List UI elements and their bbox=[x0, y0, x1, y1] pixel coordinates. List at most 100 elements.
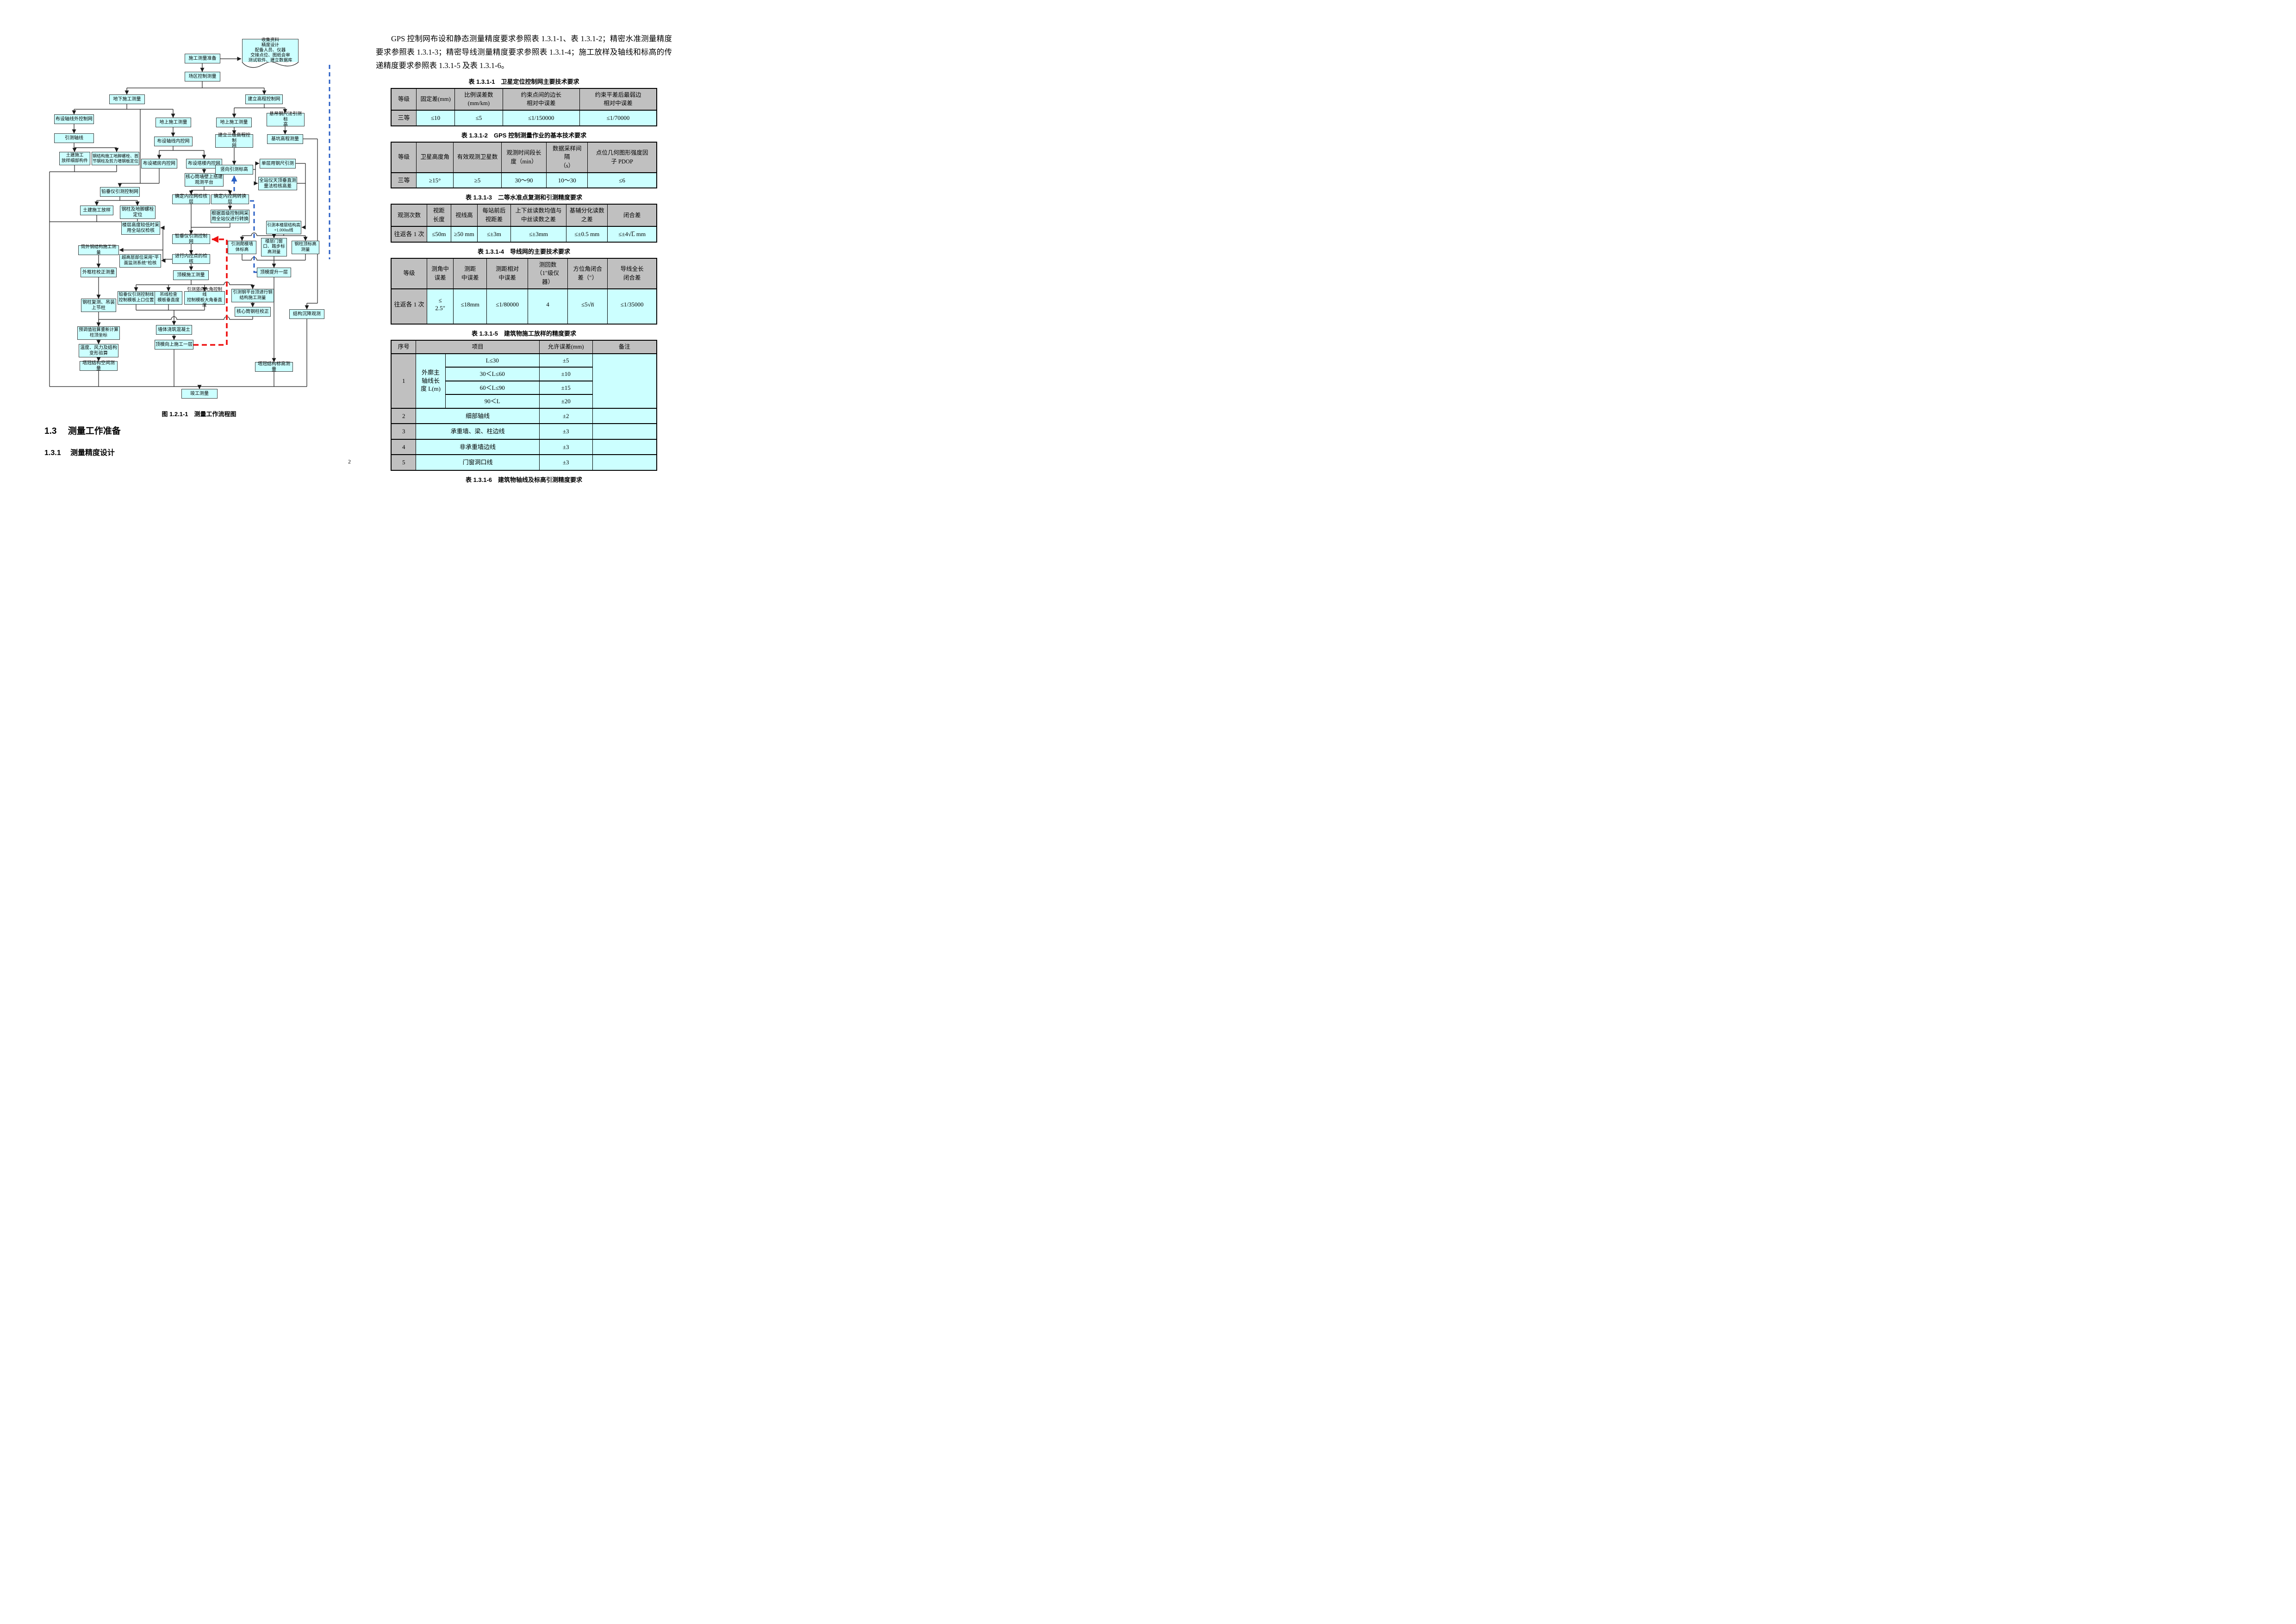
flow-node-vertical-elev: 竖向引测标高 bbox=[215, 165, 253, 175]
flow-node-three-level: 建立三级高程控制 网 bbox=[215, 133, 253, 149]
table-cell: ±15 bbox=[539, 380, 593, 395]
document-page: 施工测量准备 收集资料 精度设计 配备人员、仪器 交接点位、图纸会审 测试软件、建… bbox=[0, 0, 689, 487]
flow-node-ext-axis-net: 布设轴线外控制网 bbox=[54, 114, 94, 124]
flow-node-transfer-floor: 确定内控网转换层 bbox=[211, 194, 249, 205]
table-caption-6: 表 1.3.1-6 建筑物轴线及标高引测精度要求 bbox=[465, 476, 583, 483]
flow-node-steel-platform: 引测钢平台顶进行钢 结构施工测量 bbox=[231, 289, 274, 302]
tables-column: GPS 控制网布设和静态测量精度要求参照表 1.3.1-1、表 1.3.1-2；… bbox=[376, 32, 672, 486]
table-cell: 4 bbox=[391, 438, 416, 455]
table-cell bbox=[592, 423, 657, 439]
column-header: 项目 bbox=[416, 339, 540, 354]
table-cell: ±20 bbox=[539, 394, 593, 408]
column-header: 测距 中误差 bbox=[453, 257, 487, 289]
table-cell: 1 bbox=[391, 353, 416, 408]
table-cell: 三等 bbox=[391, 110, 417, 126]
column-header: 允许误差(mm) bbox=[539, 339, 593, 354]
table-1-3-1-3: 观测次数视距 长度视线高每站前后 视距差上下丝读数均值与 中丝读数之差基辅分化读… bbox=[391, 204, 657, 243]
table-cell bbox=[592, 407, 657, 424]
flow-node-check-points: 进行内控点的检核 bbox=[172, 254, 210, 264]
table-cell: ≤50m bbox=[426, 225, 451, 242]
table-cell: 门窗洞口线 bbox=[416, 454, 540, 470]
flow-node-steel-col-pos: 钢柱及地脚螺栓 定位 bbox=[120, 206, 156, 219]
table-cell: ≤±4√L̅ mm bbox=[607, 225, 657, 242]
survey-workflow-flowchart: 施工测量准备 收集资料 精度设计 配备人员、仪器 交接点位、图纸会审 测试软件、建… bbox=[0, 0, 356, 426]
table-cell: ±3 bbox=[539, 438, 593, 455]
table-cell: ±5 bbox=[539, 353, 593, 368]
table-cell: 3 bbox=[391, 423, 416, 439]
column-header: 视线高 bbox=[450, 204, 478, 226]
flow-node-precalc: 预调值验算重新计算 柱顶坐标 bbox=[77, 326, 120, 340]
table-cell bbox=[592, 353, 657, 408]
table-cell: ≤6 bbox=[587, 172, 657, 188]
table-cell bbox=[592, 454, 657, 470]
table-caption-3: 表 1.3.1-3 二等水准点复测和引测精度要求 bbox=[465, 194, 583, 201]
table-cell: ≤5 bbox=[454, 110, 503, 126]
table-cell: 4 bbox=[528, 288, 568, 324]
table-cell: ≤5√n̅ bbox=[567, 288, 608, 324]
red-cycle-arrow bbox=[193, 236, 228, 346]
table-cell: ±10 bbox=[539, 367, 593, 381]
column-header: 等级 bbox=[391, 257, 427, 289]
flow-node-crown-space: 塔冠结构空间测量 bbox=[80, 361, 118, 371]
table-cell: ≤1/80000 bbox=[486, 288, 528, 324]
table-cell: ±2 bbox=[539, 407, 593, 424]
column-header: 视距 长度 bbox=[426, 204, 451, 226]
column-header: 等级 bbox=[391, 87, 417, 111]
table-cell: 30＜L≤60 bbox=[445, 367, 540, 381]
column-header: 等级 bbox=[391, 141, 417, 173]
black-connectors bbox=[49, 56, 318, 389]
column-header: 约束点间的边长 相对中误差 bbox=[502, 87, 580, 111]
flow-node-above-right: 地上施工测量 bbox=[216, 118, 252, 127]
flow-node-steel-anchor: 钢结构施工地脚螺栓、首 节钢柱及剪力墙钢板定位 bbox=[92, 152, 139, 165]
flow-node-settlement: 结构沉降观测 bbox=[289, 309, 324, 319]
column-header: 卫星高度角 bbox=[416, 141, 454, 173]
table-cell: ≤ 2.5″ bbox=[426, 288, 454, 324]
table-1-3-1-4: 等级测角中 误差测距 中误差测距相对 中误差测回数 （1″级仪 器）方位角闭合 … bbox=[391, 257, 657, 325]
table-cell: L≤30 bbox=[445, 353, 540, 368]
column-header: 测回数 （1″级仪 器） bbox=[528, 257, 568, 289]
flow-node-single-floor-rule: 单层用钢尺引测 bbox=[260, 159, 296, 169]
table-cell: ≤18mm bbox=[453, 288, 487, 324]
flow-node-climb-mold-elev: 引测爬模墙 体标高 bbox=[228, 241, 256, 254]
table-cell bbox=[592, 438, 657, 455]
table-cell: ≥50 mm bbox=[450, 225, 478, 242]
table-cell: 10～30 bbox=[546, 172, 588, 188]
column-header: 导线全长 闭合差 bbox=[607, 257, 657, 289]
table-cell: 承重墙、梁、柱边线 bbox=[416, 423, 540, 439]
flow-node-col-recheck: 钢柱复测、吊装 上节柱 bbox=[81, 299, 116, 312]
table-cell: 60＜L≤90 bbox=[445, 380, 540, 395]
flow-node-prep: 施工测量准备 bbox=[185, 54, 220, 63]
flow-node-completion: 竣工测量 bbox=[181, 389, 218, 399]
flow-node-collect-doc: 收集资料 精度设计 配备人员、仪器 交接点位、图纸会审 测试软件、建立数据库 bbox=[242, 38, 299, 63]
flow-node-frame-col-adjust: 外框柱校正测量 bbox=[81, 268, 117, 277]
column-header: 方位角闭合 差（″） bbox=[567, 257, 608, 289]
flow-node-core-col-adjust: 核心筒钢柱校正 bbox=[235, 307, 271, 317]
flow-node-steel-top-elev: 钢柱顶标高 测量 bbox=[292, 241, 319, 254]
paragraph: GPS 控制网布设和静态测量精度要求参照表 1.3.1-1、表 1.3.1-2；… bbox=[376, 34, 672, 70]
flow-node-above-mid: 地上施工测量 bbox=[156, 118, 191, 127]
column-header: 观测时间段长 度（min） bbox=[501, 141, 547, 173]
flow-node-plumb-line-top: 铅垂仪引测控制线 控制模板上口位置 bbox=[118, 291, 155, 305]
flow-node-high-floor-check: 超高层部位采用“平 面监测系统”检核 bbox=[119, 254, 161, 268]
tables-root: 表 1.3.1-1 卫星定位控制网主要技术要求等级固定差(mm)比例误差数 (m… bbox=[376, 77, 672, 484]
column-header: 每站前后 视距差 bbox=[477, 204, 511, 226]
flow-node-int-axis-net: 布设轴线内控网 bbox=[154, 137, 193, 146]
table-cell: 细部轴线 bbox=[416, 407, 540, 424]
column-header: 约束平差后最弱边 相对中误差 bbox=[579, 87, 657, 111]
flow-node-low-floor-check: 楼层高度较低时采 用全站仪检核 bbox=[121, 221, 160, 235]
subsection-heading: 1.3.1 测量精度设计 bbox=[44, 449, 115, 457]
flow-node-pit-elev: 基坑高程测量 bbox=[267, 134, 303, 144]
page-number: 2 bbox=[348, 458, 351, 465]
flow-node-underground: 地下施工测量 bbox=[109, 94, 145, 104]
column-header: 基辅分化读数 之差 bbox=[566, 204, 608, 226]
flow-node-zenith-check: 全站仪天顶垂直测 量法检核高差 bbox=[258, 177, 297, 190]
flow-node-crown-elev: 塔冠结构标高测量 bbox=[255, 362, 293, 372]
column-header: 观测次数 bbox=[391, 204, 427, 226]
table-cell: 外廓主 轴线长 度 L(m) bbox=[416, 353, 446, 408]
table-cell: 非承重墙边线 bbox=[416, 438, 540, 455]
table-cell: ±3 bbox=[539, 454, 593, 470]
flow-node-elev-net: 建立高程控制网 bbox=[245, 94, 283, 104]
table-caption-5: 表 1.3.1-5 建筑物施工放样的精度要求 bbox=[471, 330, 577, 337]
column-header: 备注 bbox=[592, 339, 657, 354]
table-1-3-1-2: 等级卫星高度角有效观测卫星数观测时间段长 度（min）数据采样间 隔 （s）点位… bbox=[391, 141, 657, 189]
